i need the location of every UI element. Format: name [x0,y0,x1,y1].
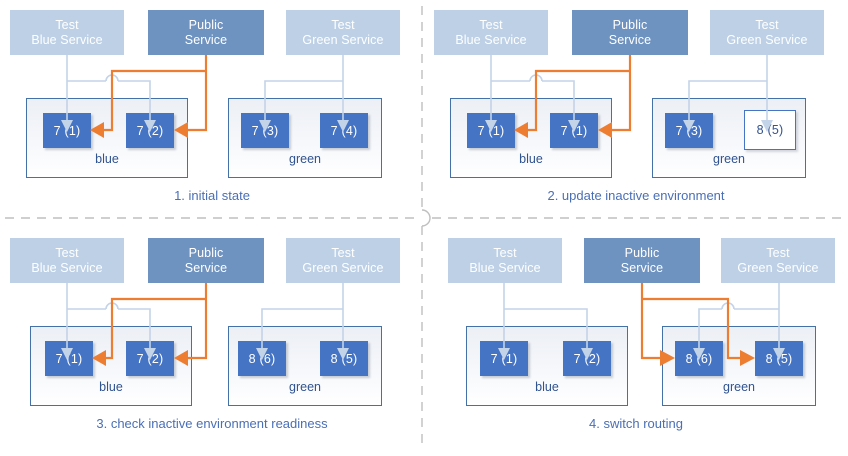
connector-public-to-inst1 [527,69,630,132]
public-service-label: Public Service [184,245,228,275]
panel-4-connectors [498,283,785,366]
arrowhead-blue [773,348,785,360]
arrowhead-blue [259,120,271,132]
arrowhead-blue [144,120,156,132]
public-service-box[interactable]: Public Service [148,10,264,55]
connector-public-to-inst5 [642,297,742,360]
test-green-service-box[interactable]: Test Green Service [710,10,824,55]
arrowhead-orange [174,350,188,366]
divider-crossing-hop [421,209,431,227]
arrowhead-blue [61,348,73,360]
arrowhead-orange [514,122,528,138]
test-green-service-box[interactable]: Test Green Service [286,238,400,283]
panel-3: Test Blue Service Public Service Test Gr… [0,228,424,456]
arrowhead-orange [598,122,612,138]
test-green-service-box[interactable]: Test Green Service [286,10,400,55]
connector-public-to-inst2 [610,55,632,132]
green-environment-label: green [723,380,755,394]
arrowhead-orange [90,122,104,138]
green-environment-label: green [289,380,321,394]
connector-testgreen-to-inst3 [688,80,767,124]
green-environment-label: green [289,152,321,166]
arrowhead-blue [256,348,268,360]
test-green-service-label: Test Green Service [726,17,808,47]
test-blue-service-label: Test Blue Service [31,245,103,275]
instance-box[interactable]: 7 (4) [320,113,368,148]
arrowhead-blue [144,348,156,360]
test-blue-service-box[interactable]: Test Blue Service [434,10,548,55]
instance-box[interactable]: 7 (1) [45,341,93,376]
test-green-service-box[interactable]: Test Green Service [721,238,835,283]
connector-public-to-inst2 [186,55,208,132]
arrowhead-blue [761,120,773,132]
blue-environment-label: blue [95,152,119,166]
panel-2-connectors [485,55,773,138]
test-blue-service-label: Test Blue Service [31,17,103,47]
connector-testblue-branch-b [118,80,151,124]
panel-1-connectors [61,55,349,138]
arrowhead-blue [683,120,695,132]
arrowhead-blue [337,120,349,132]
panel-4: Test Blue Service Public Service Test Gr… [424,228,848,456]
panel-1: Test Blue Service Public Service Test Gr… [0,0,424,228]
arrowhead-blue [568,120,580,132]
connector-testgreen-to-inst3 [264,80,343,124]
arrowhead-orange [174,122,188,138]
connector-testgreen-to-inst3 [261,308,343,352]
test-green-service-label: Test Green Service [737,245,819,275]
public-service-label: Public Service [608,17,652,47]
panel-2: Test Blue Service Public Service Test Gr… [424,0,848,228]
blue-environment-label: blue [535,380,559,394]
panel-caption: 2. update inactive environment [547,188,725,203]
connector-testgreen-branch-b [698,308,722,352]
test-blue-service-box[interactable]: Test Blue Service [10,238,124,283]
green-environment-label: green [713,152,745,166]
public-service-box[interactable]: Public Service [572,10,688,55]
panel-caption: 3. check inactive environment readiness [96,416,328,431]
test-blue-service-box[interactable]: Test Blue Service [10,10,124,55]
public-service-box[interactable]: Public Service [148,238,264,283]
panel-caption: 1. initial state [174,188,250,203]
panel-3-connectors [61,283,349,366]
blue-environment-label: blue [519,152,543,166]
arrowhead-blue [337,348,349,360]
instance-box[interactable]: 8 (5) [744,110,796,150]
test-blue-service-box[interactable]: Test Blue Service [448,238,562,283]
connector-public-to-inst1 [103,69,206,132]
arrowhead-blue [581,348,593,360]
test-blue-service-label: Test Blue Service [469,245,541,275]
test-blue-service-label: Test Blue Service [455,17,527,47]
arrowhead-blue [693,348,705,360]
connector-public-to-inst1 [105,297,206,360]
connector-testblue-branch-b [542,80,575,124]
arrowhead-blue [61,120,73,132]
arrowhead-orange [660,350,675,366]
arrowhead-orange [740,350,755,366]
connector-testblue-to-inst2 [504,308,588,352]
connector-testblue-branch-b [118,308,151,352]
arrowhead-blue [485,120,497,132]
connector-public-to-inst2 [186,283,208,360]
test-green-service-label: Test Green Service [302,17,384,47]
connector-public-to-inst6 [640,283,662,360]
arrowhead-orange [92,350,106,366]
panel-caption: 4. switch routing [589,416,683,431]
public-service-label: Public Service [620,245,664,275]
blue-environment-label: blue [99,380,123,394]
test-green-service-label: Test Green Service [302,245,384,275]
instance-box[interactable]: 8 (5) [320,341,368,376]
public-service-label: Public Service [184,17,228,47]
arrowhead-blue [498,348,510,360]
public-service-box[interactable]: Public Service [584,238,700,283]
